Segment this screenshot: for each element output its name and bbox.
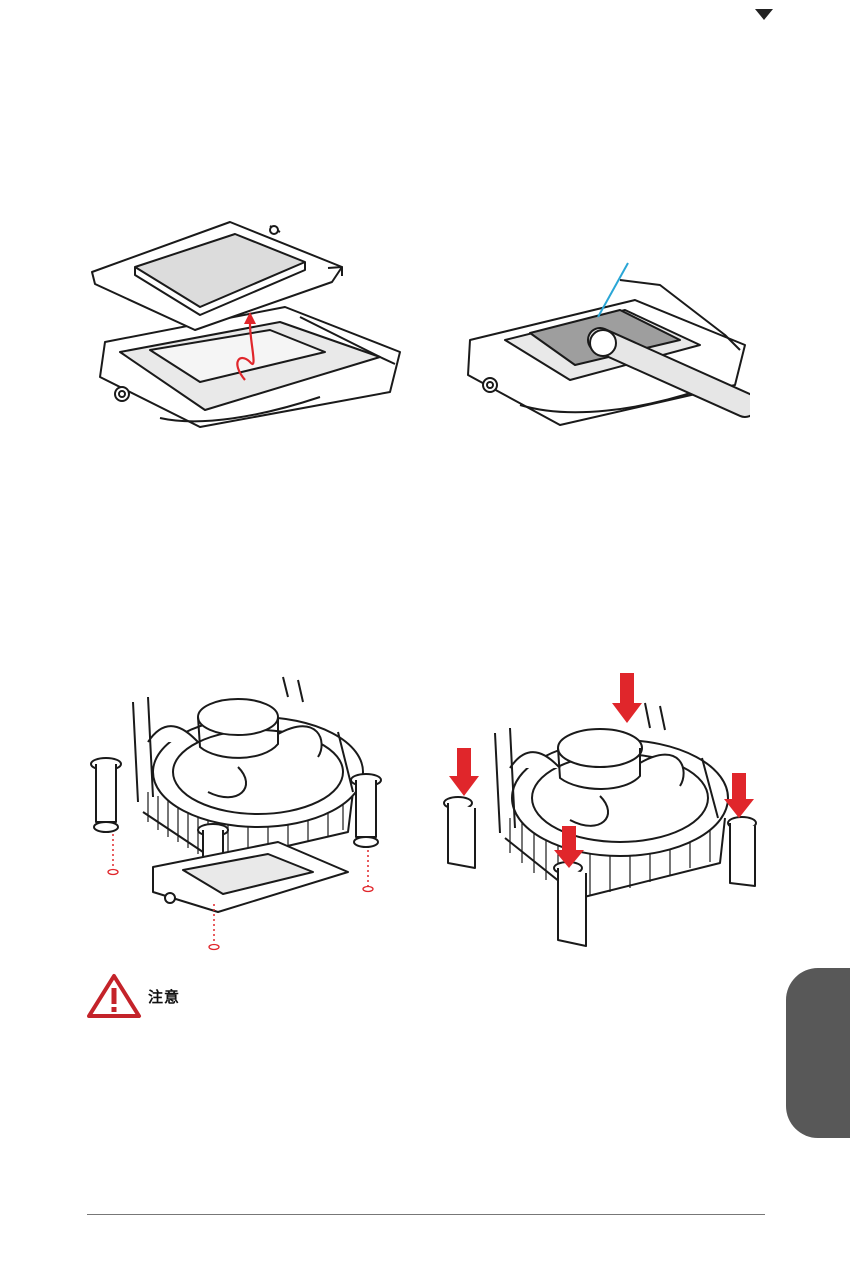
- page-top-marker: [755, 9, 773, 20]
- chapter-side-tab: [786, 968, 850, 1138]
- warning-notice: 注意: [86, 973, 180, 1019]
- cooler-press-down-illustration: [440, 668, 760, 960]
- footer-rule: [87, 1214, 765, 1215]
- thermal-paste-figure: [460, 245, 750, 430]
- cooler-press-figure: [440, 668, 760, 960]
- cooler-align-figure: [88, 672, 398, 960]
- warning-triangle-icon: [86, 973, 142, 1019]
- thermal-paste-application-illustration: [460, 245, 750, 430]
- cpu-socket-open-figure: [80, 212, 410, 440]
- cooler-pins-align-illustration: [88, 672, 398, 960]
- cpu-socket-lid-open-illustration: [80, 212, 410, 440]
- warning-label: 注意: [148, 986, 180, 1007]
